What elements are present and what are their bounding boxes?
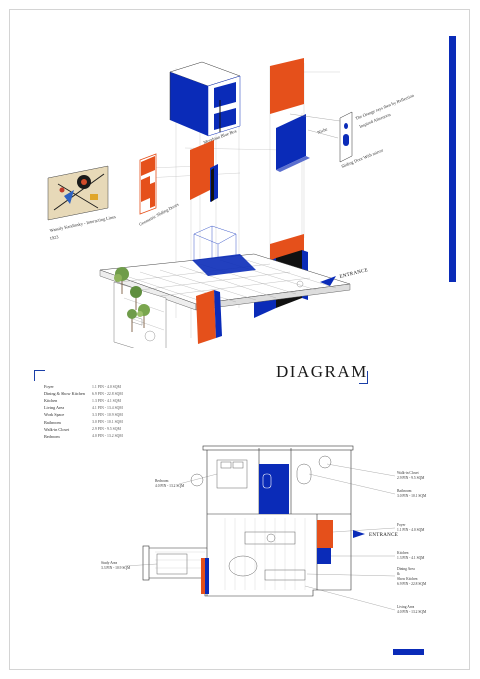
schedule-row: Foyer 1.1 PIN - 4.0 SQM: [44, 383, 164, 390]
kandinsky-painting: [47, 165, 109, 221]
mirror-tag: Niche: [317, 126, 329, 135]
plan-walls: [142, 445, 354, 597]
room-area: 3.0 PIN - 10.1 SQM: [92, 420, 123, 425]
callout-dining-amp: &: [397, 572, 400, 576]
floor-plate: [99, 253, 351, 348]
mirror-door: [289, 111, 353, 163]
accent-stub-blue: [393, 649, 424, 655]
room-name: Dining & Show Kitchen: [44, 391, 85, 397]
callout-dining-sub: Show Kitchen: [397, 577, 418, 581]
entrance-label-top: ENTRANCE: [339, 268, 368, 280]
entrance-marker-top: [320, 276, 336, 286]
entrance-marker-plan: [353, 530, 365, 538]
room-area: 2.9 PIN - 9.5 SQM: [92, 427, 121, 432]
plan-furniture: [156, 455, 332, 581]
callout-study-area: 3.3 PIN - 10.9 SQM: [101, 566, 131, 570]
schedule-row: Dining & Show Kitchen 6.9 PIN - 22.8 SQM: [44, 390, 164, 397]
axonometric-diagram: Mondrian Blue Box The Orange rays then b…: [47, 58, 415, 348]
room-name: Bedroom: [44, 433, 60, 439]
callout-foyer-area: 1.1 PIN - 4.0 SQM: [397, 528, 425, 532]
callout-kitchen-area: 1.3 PIN - 4.1 SQM: [397, 556, 425, 560]
schedule-row: Work Space 3.3 PIN - 10.9 SQM: [44, 411, 164, 418]
room-area: 4.0 PIN - 13.2 SQM: [92, 434, 123, 439]
callout-leaders: [124, 463, 396, 611]
schedule-row: Bathroom 3.0 PIN - 10.1 SQM: [44, 418, 164, 425]
callout-bath-name: Bathroom: [397, 489, 412, 493]
callout-living-area: 4.0 PIN - 13.2 SQM: [397, 610, 427, 614]
room-name: Foyer: [44, 384, 54, 390]
room-area: 3.3 PIN - 10.9 SQM: [92, 412, 123, 417]
callout-foyer-name: Foyer: [397, 523, 406, 527]
plan-orange-kitchen: [317, 520, 333, 548]
callout-bath-area: 3.0 PIN - 10.1 SQM: [397, 494, 427, 498]
callout-study-name: Study Area: [101, 561, 117, 565]
plan-orange-living: [201, 558, 207, 594]
room-name: Bathroom: [44, 419, 61, 425]
room-area: 4.1 PIN - 13.4 SQM: [92, 405, 123, 410]
callout-kitchen-name: Kitchen: [397, 551, 409, 555]
schedule-row: Walk-in Closet 2.9 PIN - 9.5 SQM: [44, 426, 164, 433]
room-area: 1.3 PIN - 4.1 SQM: [92, 398, 121, 403]
callout-dining-area: 6.9 PIN - 22.8 SQM: [397, 582, 427, 586]
plan-blue-bath: [259, 464, 289, 514]
schedule-bracket: [34, 370, 45, 381]
geometric-door-panel: [139, 153, 157, 215]
callout-bedroom-name: Bedroom: [155, 479, 169, 483]
callout-dining-name: Dining Area: [397, 567, 415, 571]
schedule-row: Living Area 4.1 PIN - 13.4 SQM: [44, 404, 164, 411]
orange-panel-mid: [190, 140, 214, 200]
accent-bar-blue: [449, 36, 456, 282]
room-area: 1.1 PIN - 4.0 SQM: [92, 384, 121, 389]
callout-walkin-name: Walk-in Closet: [397, 471, 419, 475]
callout-bedroom-area: 4.0 PIN - 13.2 SQM: [155, 484, 185, 488]
entrance-label-plan: ENTRANCE: [369, 533, 398, 538]
area-schedule: Foyer 1.1 PIN - 4.0 SQM Dining & Show Kit…: [44, 383, 164, 440]
mondrian-blue-box: [169, 61, 241, 137]
room-name: Walk-in Closet: [44, 426, 70, 432]
page-title: DIAGRAM: [276, 362, 368, 381]
schedule-row: Kitchen 1.3 PIN - 4.1 SQM: [44, 397, 164, 404]
floor-plan: Bedroom 4.0 PIN - 13.2 SQM Study Area 3.…: [101, 445, 427, 614]
room-name: Living Area: [44, 405, 65, 411]
painting-year: 1923: [49, 234, 59, 241]
room-name: Work Space: [44, 412, 65, 418]
schedule-row: Bedroom 4.0 PIN - 13.2 SQM: [44, 433, 164, 440]
room-area: 6.9 PIN - 22.8 SQM: [92, 391, 123, 396]
room-name: Kitchen: [44, 398, 58, 404]
blue-mirror-panel: [276, 114, 306, 170]
trees: [114, 267, 150, 332]
callout-walkin-area: 2.9 PIN - 9.5 SQM: [397, 476, 425, 480]
title-block: DIAGRAM: [272, 360, 372, 386]
title-bracket: [359, 371, 368, 384]
callout-living-name: Living Area: [397, 605, 415, 609]
orange-panel-top: [270, 58, 304, 114]
